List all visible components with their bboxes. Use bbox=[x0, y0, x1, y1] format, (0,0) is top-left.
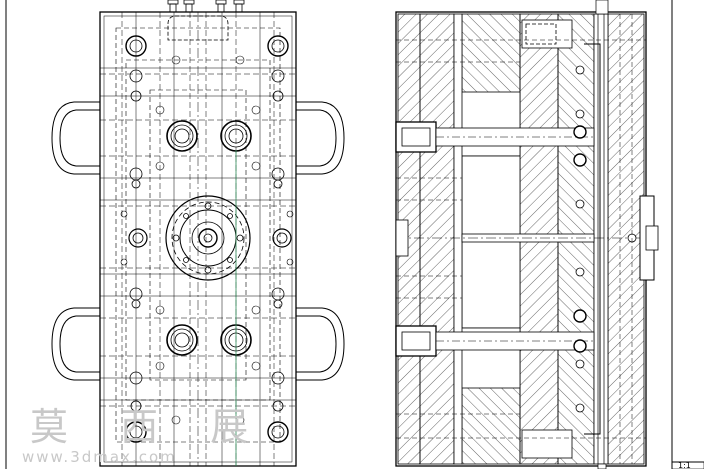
guide-pins bbox=[395, 121, 595, 357]
lifting-handles bbox=[51, 101, 345, 381]
section-bolts bbox=[573, 65, 637, 413]
watermark: 莫 西 展 www.3dmax.com bbox=[22, 405, 268, 466]
top-fittings bbox=[167, 0, 245, 41]
sprue-channel bbox=[395, 195, 660, 281]
watermark-chinese: 莫 西 展 bbox=[30, 405, 268, 449]
watermark-url: www.3dmax.com bbox=[22, 448, 177, 466]
plan-vertical-lines bbox=[121, 12, 275, 466]
clamp-plate-right bbox=[607, 13, 645, 465]
title-block-label: 1:1 bbox=[678, 461, 691, 469]
title-block: 1:1 bbox=[671, 461, 704, 469]
ejector-gap bbox=[593, 13, 609, 465]
cavity-plate-1 bbox=[419, 13, 455, 465]
plan-view bbox=[51, 0, 345, 467]
section-hidden-lines bbox=[396, 14, 646, 464]
plan-screws bbox=[125, 35, 292, 443]
section-view bbox=[395, 0, 660, 469]
locating-ring bbox=[165, 195, 251, 281]
ejector-rods bbox=[584, 0, 609, 469]
